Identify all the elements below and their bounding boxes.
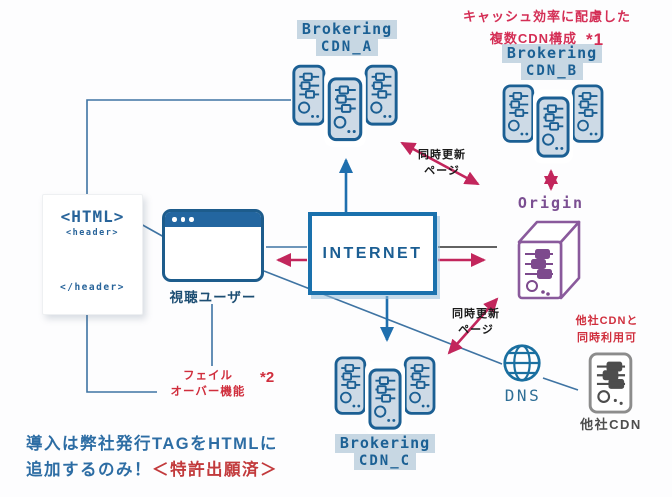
browser-window-icon	[162, 209, 264, 282]
cdn-c-label: Brokering CDN_C	[330, 434, 440, 471]
cdn-b-name: Brokering	[501, 44, 603, 63]
other-cdn-note: 他社CDNと 同時利用可	[575, 315, 639, 344]
other-cdn-label: 他社CDN	[580, 417, 642, 432]
cache-efficiency-note: キャッシュ効率に配慮した 複数CDN構成*1	[462, 9, 631, 49]
internet-box: INTERNET	[308, 212, 437, 295]
header-open-tag: <header>	[66, 228, 119, 238]
window-dot-icon	[172, 217, 177, 222]
bottom-install-note: 導入は弊社発行TAGをHTMLに 追加するのみ！＜特許出願済＞	[26, 435, 278, 480]
window-dot-icon	[180, 217, 185, 222]
line-html-to-viewer	[138, 222, 165, 238]
origin-server-3d-icon	[517, 220, 581, 300]
cdn-c-id: CDN_C	[353, 452, 417, 471]
note-ref-2: *2	[260, 369, 275, 386]
server-cluster-icon	[334, 356, 436, 436]
cdn-a-id: CDN_A	[315, 38, 379, 57]
window-dot-icon	[189, 217, 194, 222]
server-cluster-icon	[292, 64, 398, 148]
sync-update-label-bottom: 同時更新 ページ	[452, 308, 500, 336]
cdn-c-name: Brokering	[334, 434, 436, 453]
html-card-title: <HTML>	[60, 207, 125, 226]
origin-label: Origin	[517, 194, 585, 212]
line-html-to-cdn-a	[86, 99, 291, 194]
cdn-a-label: Brokering CDN_A	[290, 20, 404, 57]
cdn-a-name: Brokering	[296, 20, 398, 39]
server-icon	[588, 352, 633, 414]
cdn-b-id: CDN_B	[520, 62, 584, 81]
globe-icon	[503, 344, 541, 382]
sync-update-label-top: 同時更新 ページ	[418, 149, 466, 177]
html-tag-card: <HTML> <header> </header>	[42, 194, 143, 315]
line-html-to-failover	[86, 314, 157, 393]
arrow-sync-cdn-a-origin	[400, 141, 480, 186]
viewer-label: 視聴ユーザー	[169, 290, 257, 305]
line-dns-to-other-cdn	[542, 377, 579, 391]
note-ref-1: *1	[586, 30, 605, 49]
arrow-sync-origin-cdn-c	[447, 297, 499, 355]
patent-note: ＜特許出願済＞	[152, 461, 278, 480]
internet-label: INTERNET	[322, 244, 423, 262]
dns-label: DNS	[504, 386, 542, 405]
browser-titlebar	[165, 212, 261, 227]
cdn-b-label: Brokering CDN_B	[498, 44, 606, 81]
failover-note: フェイル オーバー機能 *2	[170, 369, 275, 398]
server-cluster-icon	[502, 84, 604, 164]
header-close-tag: </header>	[60, 282, 125, 293]
